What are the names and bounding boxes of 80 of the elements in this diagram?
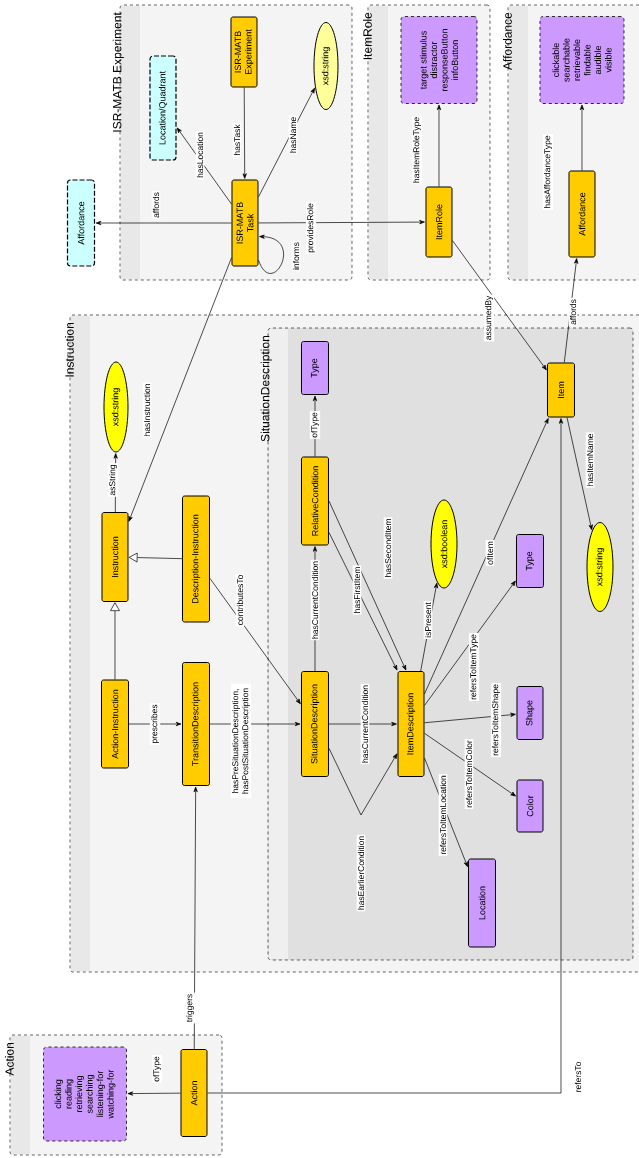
class-box: Instruction — [101, 512, 129, 602]
arrow — [424, 757, 468, 868]
class-box: Description-Instruction — [182, 495, 210, 623]
arrow — [328, 532, 398, 671]
type-box: Location — [468, 858, 496, 948]
edge-label: isPresent — [423, 601, 433, 639]
edge-label: ofType — [309, 411, 321, 439]
edge-label: providesRole — [305, 202, 317, 254]
edge-label: hasItemName — [585, 432, 595, 488]
arrow — [452, 240, 547, 371]
edge-label: hasCurrentCondition — [360, 683, 370, 765]
arrow — [128, 257, 232, 522]
edge-label: hasFirstItem — [352, 565, 362, 615]
edge-label: ofItem — [485, 540, 495, 566]
edge-label: triggers — [184, 992, 196, 1024]
edge-label: hasName — [288, 115, 298, 155]
edge-label: assumedBy — [483, 294, 495, 342]
edge-label: affords — [151, 190, 161, 220]
arrow — [579, 104, 585, 171]
class-box: Affordance — [568, 170, 596, 258]
edge-label: affords — [568, 297, 578, 327]
inheritance-arrow — [128, 552, 183, 563]
arrow — [258, 87, 315, 198]
arrow — [424, 418, 549, 695]
edge-label: hasCurrentCondition — [310, 559, 320, 641]
arrow — [258, 220, 425, 225]
arrow — [328, 500, 407, 671]
class-box: Item — [547, 362, 575, 418]
class-box: TransitionDescription — [182, 662, 210, 786]
type-list-box: target stimulus distractor responseButton infoButton — [400, 16, 478, 104]
edge-label: asString — [107, 463, 119, 497]
edge-label: hasLocation — [195, 130, 205, 180]
class-box: ISR-MATB Experiment — [230, 16, 258, 88]
class-box: SituationDescription — [301, 671, 329, 777]
arrow — [127, 1091, 181, 1096]
edge-label: hasTask — [232, 123, 242, 157]
class-box: ItemDescription — [397, 671, 425, 777]
edge-label: hasAffordanceType — [542, 134, 554, 210]
arrow — [424, 712, 516, 724]
arrow — [424, 732, 516, 797]
class-box: ISR-MATB Task — [231, 179, 259, 267]
edge-label: ofType — [151, 1055, 163, 1083]
edge-label: contributesTo — [235, 573, 245, 627]
edge-label: hasItemRoleType — [411, 115, 423, 185]
external-box: Affordance — [66, 179, 96, 267]
inheritance-arrow — [110, 602, 120, 680]
arrow — [207, 418, 564, 1094]
type-box: Color — [516, 779, 544, 833]
arrow — [424, 580, 516, 706]
arrow — [242, 87, 247, 179]
edge-label: refersToItemShape — [490, 682, 502, 758]
edge-label: hasSecondItem — [383, 517, 393, 579]
arrow — [328, 721, 397, 727]
class-box: ItemRole — [425, 186, 453, 258]
arrow — [209, 578, 301, 705]
arrow — [128, 721, 182, 727]
edge-label: refersToItemLocation — [438, 774, 448, 856]
type-box: Shape — [516, 686, 544, 740]
class-box: RelativeCondition — [301, 456, 329, 546]
loop-arrow — [258, 234, 284, 274]
class-box: Action — [180, 1049, 208, 1137]
type-box: Type — [516, 534, 544, 588]
type-list-box: clickable searchable retrievable findable audible visible — [539, 16, 625, 104]
arrow — [436, 104, 442, 187]
type-box: Type — [301, 341, 329, 395]
arrow — [566, 417, 593, 531]
edge-label: hasInstruction — [142, 382, 152, 438]
class-box: Action-Instruction — [101, 679, 129, 769]
arrow — [328, 747, 398, 816]
type-list-box: clicking reading retrieving searching listening-for watching-for — [43, 1046, 127, 1142]
edge-label: informs — [291, 240, 301, 272]
arrow — [176, 127, 232, 205]
edge-label: hasEarlierCondition — [356, 834, 366, 912]
external-box: Location/Quadrant — [149, 55, 177, 161]
edge-label: refersToItemType — [468, 632, 480, 702]
arrow — [95, 220, 232, 226]
edge-label: refersToItemColor — [464, 739, 474, 809]
edge-label: refersTo — [573, 1060, 583, 1094]
edge-label: prescribes — [149, 703, 161, 745]
arrow — [193, 786, 198, 1050]
